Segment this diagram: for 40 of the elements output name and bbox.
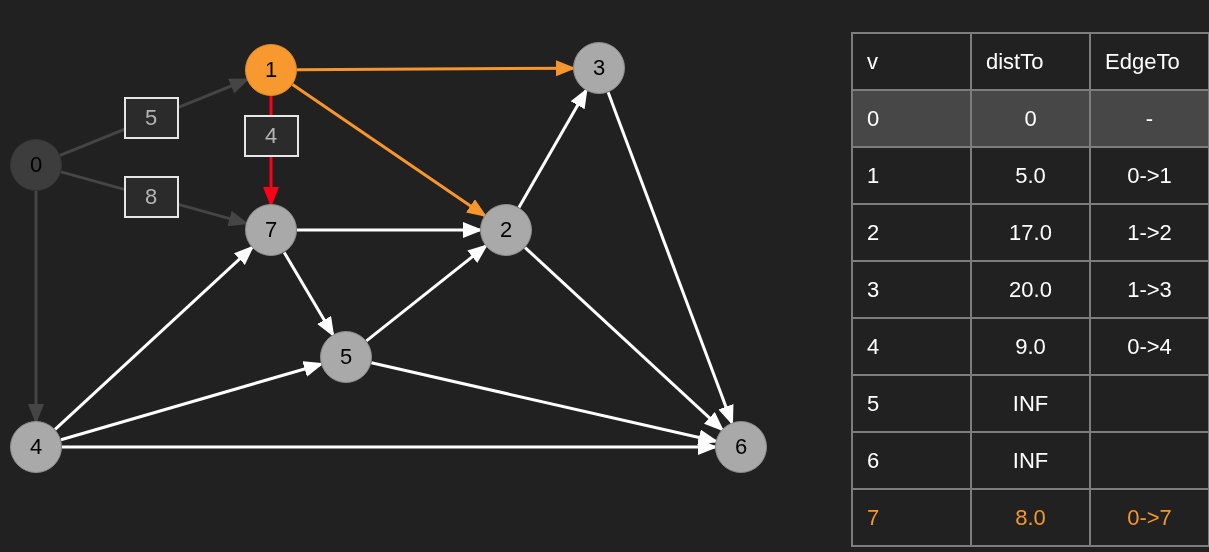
node-circle: 5 [320,331,372,383]
arrow [291,83,487,218]
node-circle: 0 [10,139,62,191]
arrow [60,361,324,442]
arrow [524,246,725,432]
table-cell: 0->1 [1090,147,1209,204]
table-cell: 20.0 [971,261,1090,318]
table-cell: 17.0 [971,204,1090,261]
node-circle: 7 [245,204,297,256]
table-cell: 7 [852,489,971,546]
node-circle: 6 [715,421,767,473]
table-cell: INF [971,432,1090,489]
arrow [282,251,335,338]
table-cell: 0->4 [1090,318,1209,375]
node-circle: 3 [573,42,625,94]
table-cell: INF [971,375,1090,432]
table-cell: 6 [852,432,971,489]
table-cell: 0 [971,90,1090,147]
arrow [54,245,255,431]
node-circle: 1 [245,44,297,96]
table-cell: - [1090,90,1209,147]
weight-label: 5 [123,97,179,140]
table-cell: 1 [852,147,971,204]
table-cell: 5.0 [971,147,1090,204]
table-cell: 0 [852,90,971,147]
arrow [365,244,488,342]
table-cell: 1->3 [1090,261,1209,318]
table-cell: 2 [852,204,971,261]
weight-label: 4 [243,114,299,157]
weight-label: 8 [123,175,179,218]
table-cell: 3 [852,261,971,318]
table-cell: 5 [852,375,971,432]
node-circle: 2 [480,204,532,256]
node-circle: 4 [10,421,62,473]
table-cell: 4 [852,318,971,375]
table-cell: 9.0 [971,318,1090,375]
table-cell: 1->2 [1090,204,1209,261]
column-header: v [852,33,971,90]
table-cell: 8.0 [971,489,1090,546]
table-cell: 0->7 [1090,489,1209,546]
